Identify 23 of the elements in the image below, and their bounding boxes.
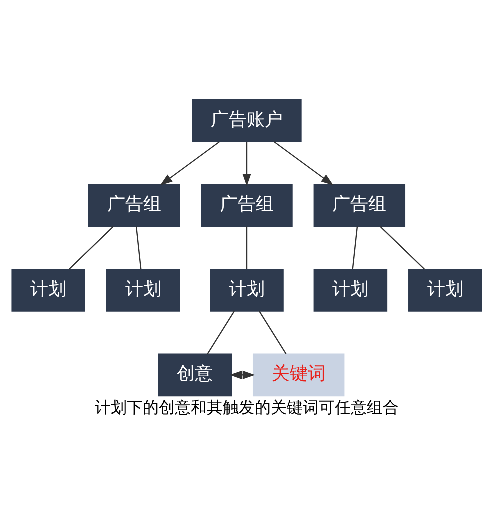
arrow [274, 141, 334, 186]
node-box: 广告组 [88, 184, 180, 228]
caption: 计划下的创意和其触发的关键词可任意组合 [95, 398, 399, 417]
connector [259, 311, 287, 354]
node-box: 计划 [314, 268, 388, 312]
node-box: 广告组 [314, 184, 406, 228]
node-box: 计划 [12, 268, 86, 312]
connector [136, 226, 142, 270]
node-box: 计划 [210, 268, 284, 312]
node-box: 广告账户 [192, 100, 302, 142]
connector [207, 311, 235, 354]
node-box: 计划 [408, 268, 482, 312]
node-box: 创意 [158, 354, 232, 397]
node-box: 广告组 [201, 184, 293, 228]
connector [246, 226, 248, 270]
arrow [242, 142, 252, 186]
node-box: 计划 [106, 268, 180, 312]
connector [69, 226, 114, 270]
arrow [230, 370, 256, 380]
node-box: 关键词 [252, 354, 345, 397]
arrow [160, 141, 220, 186]
connector [380, 226, 425, 270]
connector [352, 226, 358, 270]
